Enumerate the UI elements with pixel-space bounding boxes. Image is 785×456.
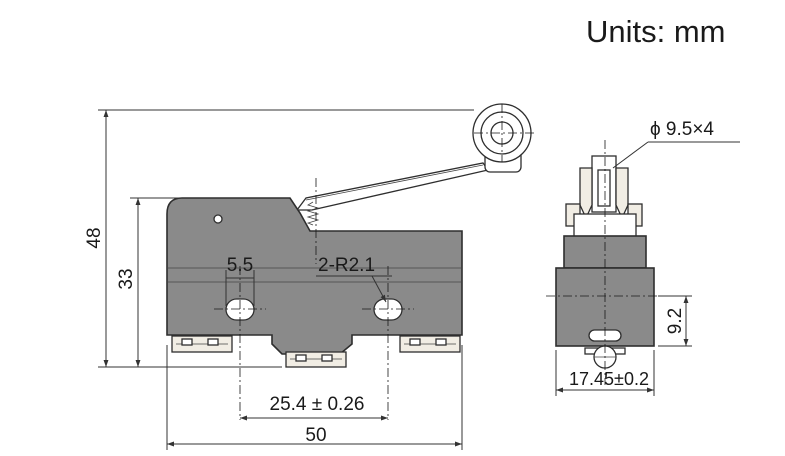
spring: [306, 201, 320, 226]
terminal-right: [399, 335, 461, 353]
dim-label-50: 50: [305, 425, 326, 446]
dim-label-17-45: 17.45±0.2: [569, 369, 649, 389]
dim-label-5-5: 5.5: [227, 255, 253, 276]
dim-height-48: 48: [84, 109, 474, 368]
units-label: Units: mm: [586, 14, 726, 49]
terminal-left: [171, 335, 233, 353]
dim-hole-radius: 2-R2.1: [316, 255, 392, 303]
dim-hole-width: 5.5: [225, 255, 255, 306]
rivet-hole: [213, 214, 223, 224]
dim-length-50: 50: [166, 345, 463, 450]
dim-label-25-4: 25.4 ± 0.26: [270, 394, 365, 415]
dim-label-33: 33: [116, 268, 137, 289]
side-view: [166, 103, 536, 420]
dim-terminal-height: 9.2: [658, 295, 692, 347]
dim-label-r2-1: 2-R2.1: [318, 255, 375, 276]
dim-label-48: 48: [84, 227, 105, 248]
front-view: [546, 140, 690, 385]
dim-label-roller: ϕ 9.5×4: [650, 119, 714, 140]
terminal-center: [285, 351, 347, 368]
dim-height-33: 33: [116, 197, 182, 367]
dim-roller: ϕ 9.5×4: [612, 119, 740, 169]
dim-body-width: 17.45±0.2: [555, 350, 655, 396]
dim-label-9-2: 9.2: [665, 308, 686, 334]
dim-hole-spacing: 25.4 ± 0.26: [240, 394, 388, 421]
